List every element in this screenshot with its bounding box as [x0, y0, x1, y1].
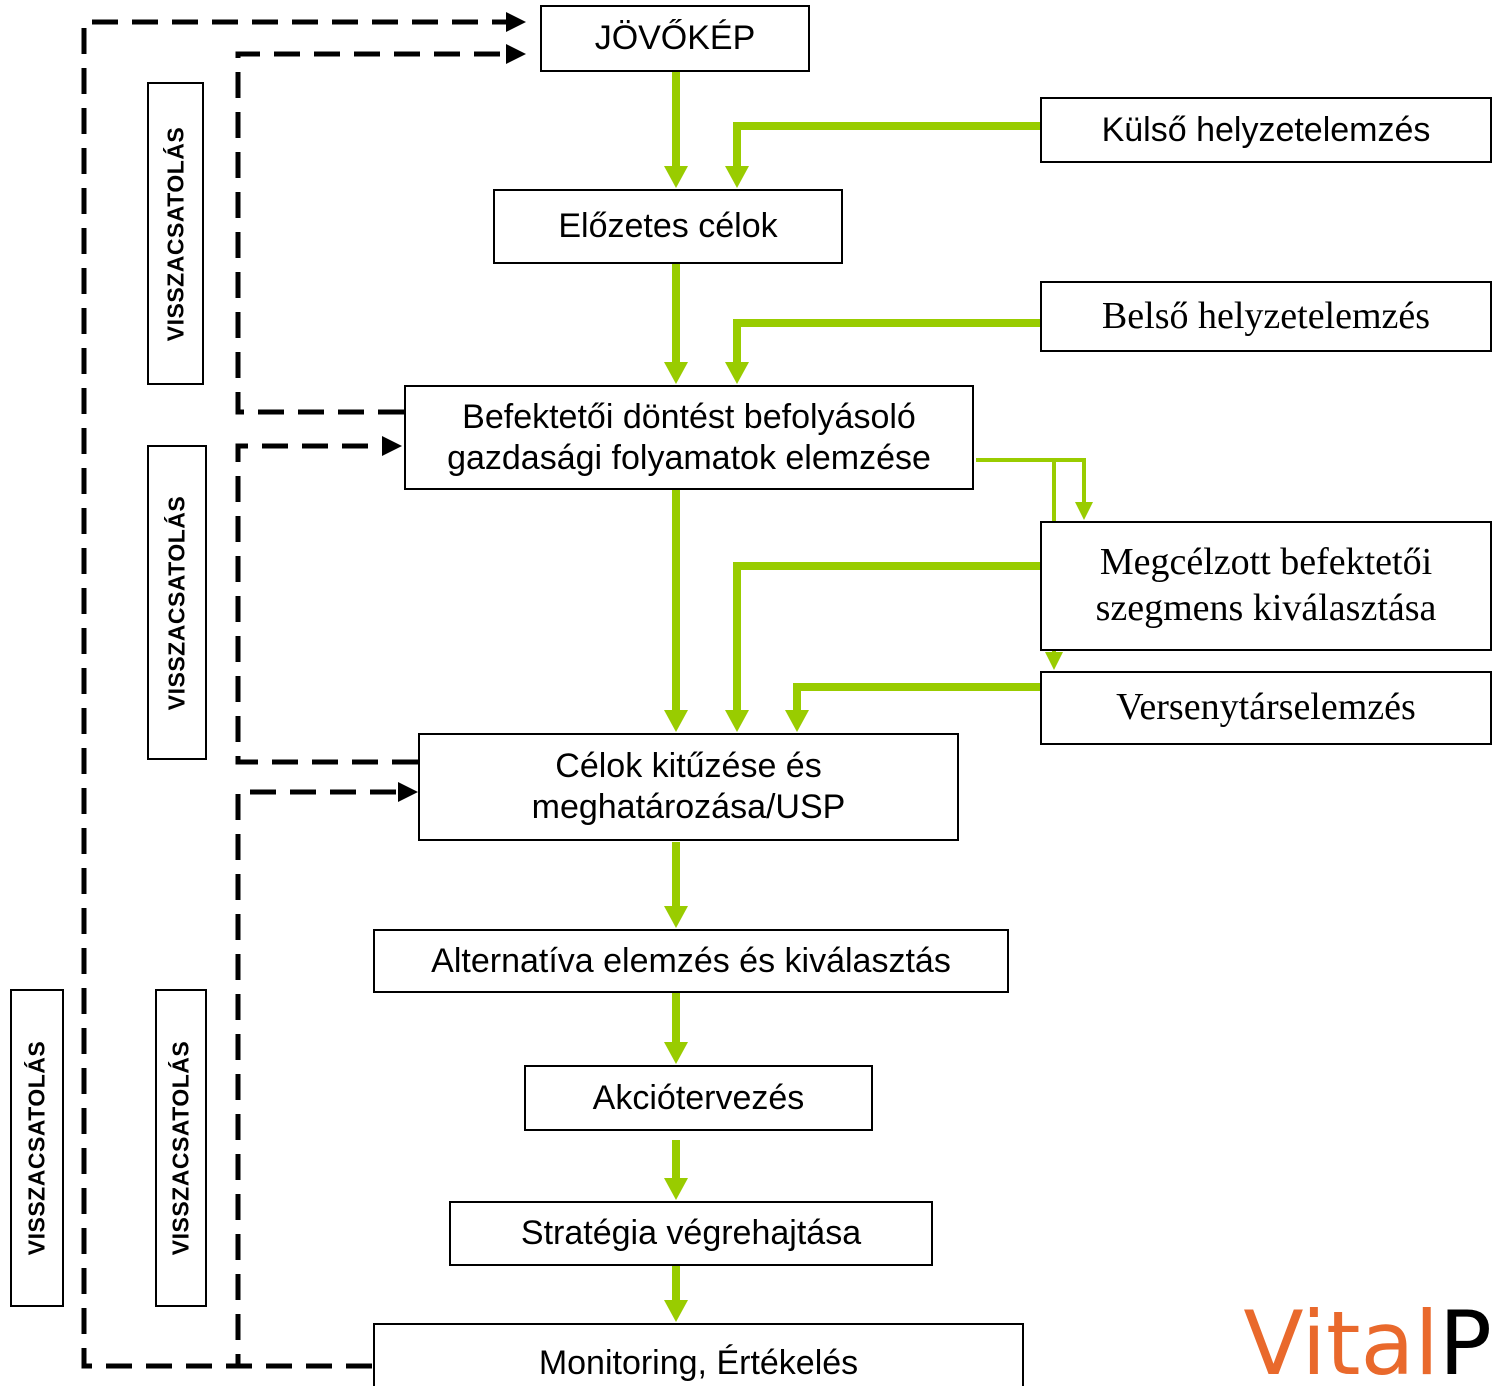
- box-belso-helyzetelemzes: Belső helyzetelemzés: [1040, 281, 1492, 352]
- arrowhead: [506, 12, 526, 32]
- box-strategia-vegrehajtasa: Stratégia végrehajtása: [449, 1201, 933, 1266]
- box-megcelzott-szegmens: Megcélzott befektetői szegmens kiválaszt…: [1040, 521, 1492, 651]
- box-label: Célok kitűzése és meghatározása/USP: [531, 747, 846, 826]
- arrowhead: [664, 362, 688, 384]
- box-label: Külső helyzetelemzés: [1101, 110, 1431, 149]
- arrowhead: [1045, 652, 1063, 670]
- feedback-dashed-lines: [81, 19, 510, 1369]
- box-jovokep: JÖVŐKÉP: [540, 5, 810, 72]
- box-elozetes-celok: Előzetes célok: [493, 189, 843, 264]
- arrow-kulso-to-elozetes: [733, 122, 1040, 166]
- logo-main: Vital: [1243, 1300, 1439, 1386]
- box-label: Megcélzott befektetői szegmens kiválaszt…: [1095, 541, 1437, 629]
- arrowhead: [725, 166, 749, 188]
- arrowhead: [1075, 502, 1093, 520]
- box-befektetoi-elemzes: Befektetői döntést befolyásoló gazdasági…: [404, 385, 974, 490]
- feedback-label-2: VISSZACSATOLÁS: [147, 445, 207, 760]
- arrowhead: [725, 362, 749, 384]
- feedback-label-4: VISSZACSATOLÁS: [155, 989, 207, 1307]
- feedback-label-3: VISSZACSATOLÁS: [10, 989, 64, 1307]
- box-label: JÖVŐKÉP: [594, 19, 756, 58]
- arrowhead: [664, 166, 688, 188]
- arrowhead: [382, 436, 402, 456]
- arrow-versenytars-to-celok: [793, 683, 1040, 710]
- box-versenytarselemzes: Versenytárselemzés: [1040, 671, 1492, 745]
- box-label: Alternatíva elemzés és kiválasztás: [431, 941, 951, 980]
- box-celok-kituzese: Célok kitűzése és meghatározása/USP: [418, 733, 959, 841]
- arrowhead: [664, 906, 688, 928]
- arrow-befektetoi-to-megcelzott: [976, 458, 1086, 504]
- arrow-megcelzott-to-celok: [733, 562, 1040, 710]
- box-label: Akciótervezés: [592, 1078, 805, 1117]
- arrowhead: [664, 1300, 688, 1322]
- arrowhead: [664, 1178, 688, 1200]
- feedback-befektetoi-to-jovokep: [235, 51, 510, 415]
- arrowhead: [785, 710, 809, 732]
- box-label: Befektetői döntést befolyásoló gazdasági…: [447, 397, 931, 477]
- arrowhead: [664, 710, 688, 732]
- box-akciotervezes: Akciótervezés: [524, 1065, 873, 1131]
- feedback-label-text: VISSZACSATOLÁS: [163, 495, 190, 710]
- arrowhead: [664, 1042, 688, 1064]
- box-label: Stratégia végrehajtása: [520, 1214, 862, 1253]
- feedback-arrowheads: [382, 12, 526, 802]
- feedback-monitoring-to-celok: [235, 789, 396, 1369]
- feedback-label-text: VISSZACSATOLÁS: [167, 1040, 194, 1256]
- feedback-label-text: VISSZACSATOLÁS: [23, 1040, 50, 1256]
- arrowhead: [398, 782, 418, 802]
- box-label: Belső helyzetelemzés: [1101, 294, 1431, 337]
- feedback-label-1: VISSZACSATOLÁS: [147, 82, 204, 385]
- box-label: Versenytárselemzés: [1116, 686, 1416, 729]
- box-kulso-helyzetelemzes: Külső helyzetelemzés: [1040, 97, 1492, 163]
- feedback-celok-to-befektetoi: [235, 443, 418, 765]
- feedback-outer-loop: [81, 19, 510, 1369]
- vitalp-logo: VitalP: [1243, 1300, 1492, 1386]
- box-label: Előzetes célok: [558, 207, 778, 246]
- feedback-label-text: VISSZACSATOLÁS: [162, 126, 188, 341]
- box-monitoring-ertekeles: Monitoring, Értékelés: [373, 1323, 1024, 1386]
- arrow-belso-to-befektetoi: [733, 319, 1040, 362]
- arrowhead: [506, 44, 526, 64]
- arrowhead: [725, 710, 749, 732]
- logo-tail: P: [1438, 1300, 1492, 1386]
- box-alternativa: Alternatíva elemzés és kiválasztás: [373, 929, 1009, 993]
- green-flow-arrows: [664, 72, 1040, 1322]
- box-label: Monitoring, Értékelés: [538, 1344, 859, 1382]
